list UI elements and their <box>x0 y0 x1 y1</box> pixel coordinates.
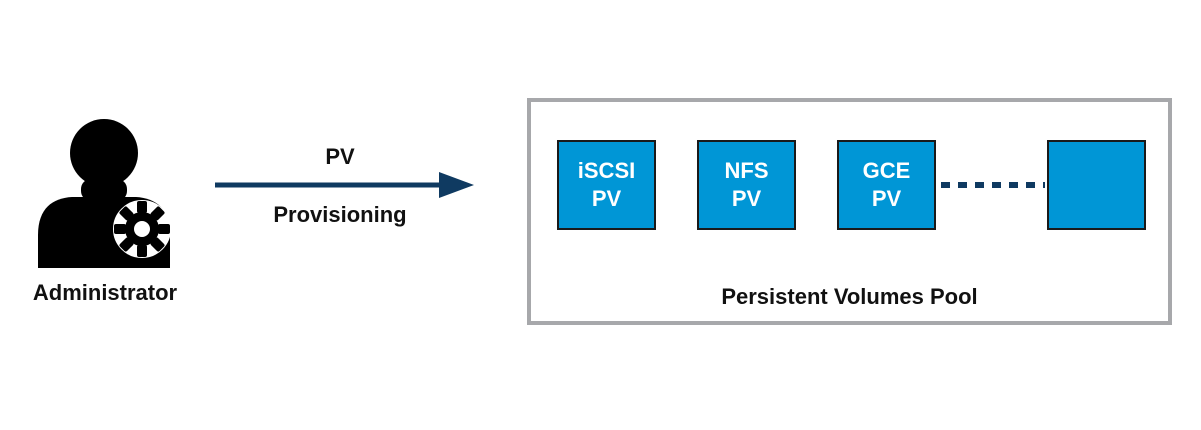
actor-label: Administrator <box>32 280 178 305</box>
pv-placeholder <box>1047 140 1146 230</box>
pv-gce-type: GCE <box>862 158 911 183</box>
pv-nfs-type: NFS <box>724 158 769 183</box>
persistent-volumes-pool <box>527 98 1172 325</box>
pv-gce-kind: PV <box>871 186 902 211</box>
pv-nfs: NFS PV <box>697 140 796 230</box>
ellipsis-connector <box>941 182 1045 188</box>
pv-gce: GCE PV <box>837 140 936 230</box>
administrator-icon <box>38 119 171 268</box>
pv-iscsi-kind: PV <box>591 186 622 211</box>
pv-nfs-kind: PV <box>731 186 762 211</box>
flow-top-label: PV <box>325 144 355 169</box>
flow-bottom-label: Provisioning <box>273 202 407 227</box>
pool-label: Persistent Volumes Pool <box>721 284 978 309</box>
pv-iscsi: iSCSI PV <box>557 140 656 230</box>
pv-iscsi-type: iSCSI <box>577 158 636 183</box>
provisioning-arrow <box>215 172 474 198</box>
